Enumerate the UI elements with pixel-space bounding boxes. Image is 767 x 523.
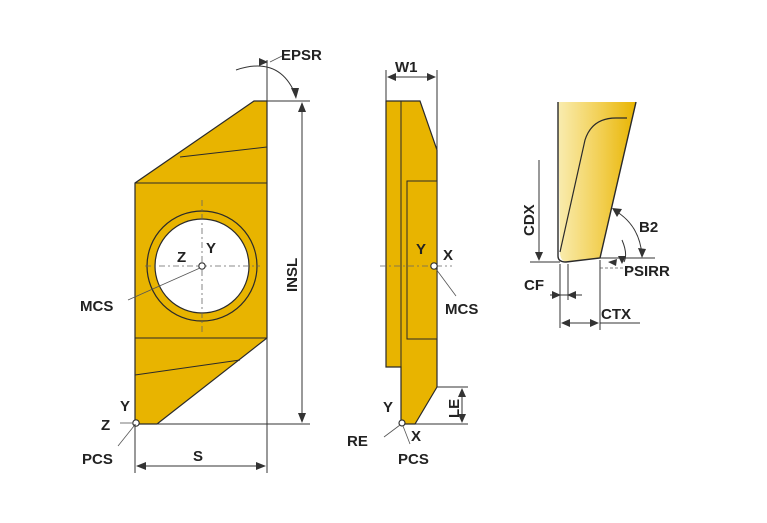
arrow-head-icon: [458, 414, 466, 423]
arrow-head-icon: [256, 462, 266, 470]
label-y-corner-side: Y: [383, 399, 393, 416]
mcs-point-side-icon: [430, 262, 438, 270]
arrow-head-icon: [291, 88, 299, 99]
pcs-point-icon: [132, 419, 140, 427]
label-z-corner-front: Z: [101, 417, 110, 434]
arrow-head-icon: [590, 319, 599, 327]
arrow-head-icon: [387, 73, 396, 81]
label-y-corner-front: Y: [120, 398, 130, 415]
label-b2: B2: [639, 219, 658, 236]
label-y-center-front: Y: [206, 240, 216, 257]
arrow-head-icon: [552, 291, 561, 299]
mcs-point-icon: [198, 262, 206, 270]
pcs-side-leader: [402, 425, 411, 445]
side-view: W1 Y X MCS Y X RE PCS LE: [347, 59, 478, 468]
label-cdx: CDX: [521, 204, 538, 236]
front-view: EPSR INSL S MCS PCS Y Z Y Z: [80, 47, 322, 473]
arrow-head-icon: [427, 73, 436, 81]
tip-outline: [557, 101, 637, 263]
epsr-leader: [269, 55, 283, 63]
label-re: RE: [347, 433, 368, 450]
arrow-head-icon: [136, 462, 146, 470]
label-s: S: [193, 448, 203, 465]
mcs-leader: [127, 267, 201, 301]
label-x-corner-side: X: [411, 428, 421, 445]
epsr-arc: [235, 65, 297, 97]
facet-line: [179, 146, 268, 158]
mcs-side-leader: [435, 268, 457, 297]
pcs-point-side-icon: [398, 419, 406, 427]
label-mcs-front: MCS: [80, 298, 113, 315]
side-clamp-face: [406, 180, 438, 340]
label-insl: INSL: [284, 258, 301, 292]
detail-view: CDX B2 PSIRR CF CTX: [521, 101, 670, 330]
insert-tip-detail: [558, 102, 636, 262]
label-pcs-front: PCS: [82, 451, 113, 468]
arrow-head-icon: [259, 58, 268, 66]
facet-line: [134, 359, 241, 376]
arrow-head-icon: [561, 319, 570, 327]
pcs-leader: [117, 425, 135, 447]
arrow-head-icon: [567, 291, 576, 299]
arrow-head-icon: [458, 388, 466, 397]
arrow-head-icon: [298, 413, 306, 423]
label-le: LE: [446, 399, 463, 418]
arrow-head-icon: [612, 208, 622, 217]
label-w1: W1: [395, 59, 418, 76]
re-leader: [383, 424, 401, 438]
arrow-head-icon: [298, 102, 306, 112]
label-y-center-side: Y: [416, 241, 426, 258]
label-pcs-side: PCS: [398, 451, 429, 468]
label-epsr: EPSR: [281, 47, 322, 64]
tip-inner-curve: [559, 117, 627, 253]
label-mcs-side: MCS: [445, 301, 478, 318]
label-ctx: CTX: [601, 306, 631, 323]
arrow-head-icon: [535, 252, 543, 261]
arrow-head-icon: [638, 248, 646, 258]
label-z-center-front: Z: [177, 249, 186, 266]
label-x-center-side: X: [443, 247, 453, 264]
label-psirr: PSIRR: [624, 263, 670, 280]
arrow-head-icon: [608, 259, 617, 266]
psirr-arc: [621, 239, 627, 263]
arrow-head-icon: [618, 256, 626, 264]
label-cf: CF: [524, 277, 544, 294]
b2-arc: [613, 209, 643, 257]
